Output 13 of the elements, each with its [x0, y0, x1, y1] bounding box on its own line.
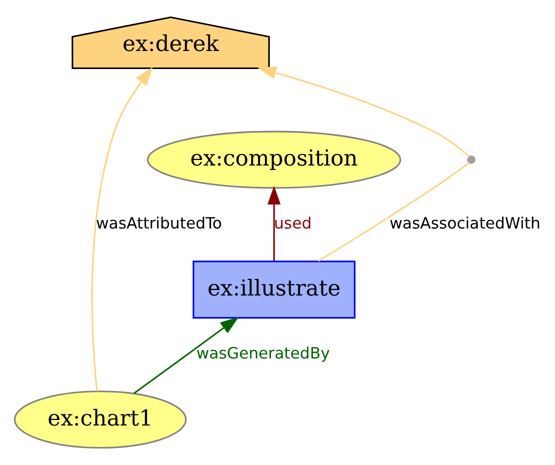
- node-ellipse: ex:composition: [146, 130, 402, 189]
- arrow: [267, 186, 281, 262]
- node-circle: [467, 156, 476, 164]
- connector: [318, 162, 470, 262]
- arrow: [258, 66, 470, 158]
- edge-label: wasGeneratedBy: [196, 344, 330, 363]
- node-box: ex:illustrate: [192, 260, 356, 319]
- edge-label: wasAssociatedWith: [390, 214, 540, 233]
- edge-label: wasAttributedTo: [96, 214, 222, 233]
- edge-label: used: [274, 214, 312, 233]
- node-ellipse: ex:chart1: [14, 390, 187, 449]
- arrow: [133, 316, 239, 394]
- arrow: [91, 67, 153, 392]
